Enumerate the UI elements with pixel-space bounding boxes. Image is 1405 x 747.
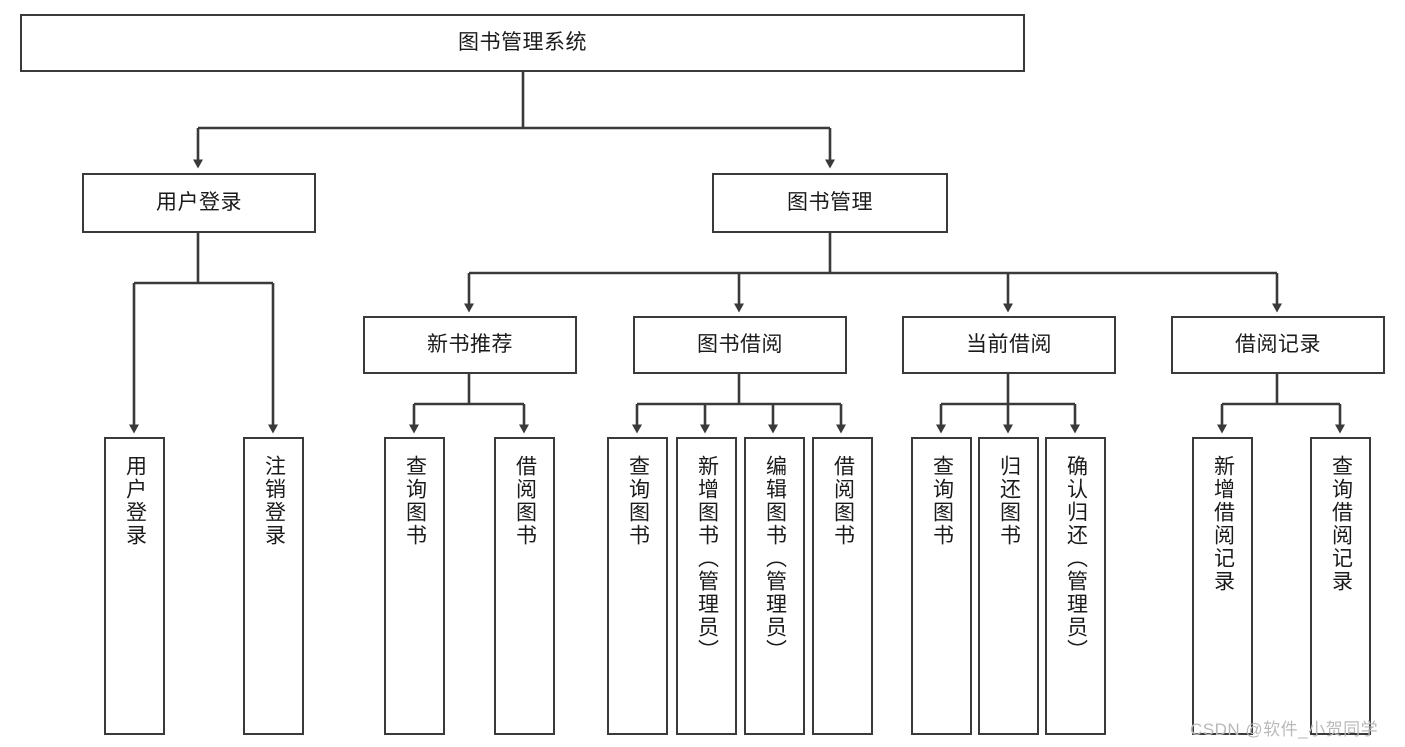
leaf-label: 新增借阅记录: [1211, 455, 1235, 593]
node-user-login-label: 用户登录: [156, 191, 242, 215]
node-borrow-record[interactable]: 借阅记录: [1171, 316, 1385, 374]
leaf-label: 注销登录: [262, 455, 286, 547]
leaf-label: 查询借阅记录: [1329, 455, 1353, 593]
leaf-label: 新增图书（管理员）: [695, 455, 719, 662]
node-user-login[interactable]: 用户登录: [82, 173, 316, 233]
node-root[interactable]: 图书管理系统: [20, 14, 1025, 72]
leaf-label: 查询图书: [403, 455, 427, 547]
node-book-management[interactable]: 图书管理: [712, 173, 948, 233]
leaf-label: 用户登录: [123, 455, 147, 547]
leaf-label: 归还图书: [997, 455, 1021, 547]
node-book-management-label: 图书管理: [787, 191, 873, 215]
node-root-label: 图书管理系统: [458, 31, 587, 55]
leaf-new-book-query[interactable]: 查询图书: [384, 437, 445, 735]
node-book-borrow[interactable]: 图书借阅: [633, 316, 847, 374]
leaf-user-login-logout[interactable]: 注销登录: [243, 437, 304, 735]
leaf-label: 借阅图书: [513, 455, 537, 547]
leaf-borrow-borrow-book[interactable]: 借阅图书: [812, 437, 873, 735]
watermark: CSDN @软件_小贺同学: [1190, 720, 1379, 739]
leaf-label: 查询图书: [930, 455, 954, 547]
leaf-label: 编辑图书（管理员）: [763, 455, 787, 662]
leaf-current-query-book[interactable]: 查询图书: [911, 437, 972, 735]
leaf-borrow-edit-book-admin[interactable]: 编辑图书（管理员）: [744, 437, 805, 735]
leaf-current-confirm-return-admin[interactable]: 确认归还（管理员）: [1045, 437, 1106, 735]
leaf-label: 借阅图书: [831, 455, 855, 547]
node-current-borrow-label: 当前借阅: [966, 333, 1052, 357]
node-new-book-recommend-label: 新书推荐: [427, 333, 513, 357]
node-book-borrow-label: 图书借阅: [697, 333, 783, 357]
leaf-borrow-query-book[interactable]: 查询图书: [607, 437, 668, 735]
leaf-user-login-login[interactable]: 用户登录: [104, 437, 165, 735]
leaf-record-query-record[interactable]: 查询借阅记录: [1310, 437, 1371, 735]
node-borrow-record-label: 借阅记录: [1235, 333, 1321, 357]
leaf-new-book-borrow[interactable]: 借阅图书: [494, 437, 555, 735]
leaf-borrow-add-book-admin[interactable]: 新增图书（管理员）: [676, 437, 737, 735]
leaf-record-add-record[interactable]: 新增借阅记录: [1192, 437, 1253, 735]
node-new-book-recommend[interactable]: 新书推荐: [363, 316, 577, 374]
leaf-current-return-book[interactable]: 归还图书: [978, 437, 1039, 735]
leaf-label: 查询图书: [626, 455, 650, 547]
leaf-label: 确认归还（管理员）: [1064, 455, 1088, 662]
node-current-borrow[interactable]: 当前借阅: [902, 316, 1116, 374]
